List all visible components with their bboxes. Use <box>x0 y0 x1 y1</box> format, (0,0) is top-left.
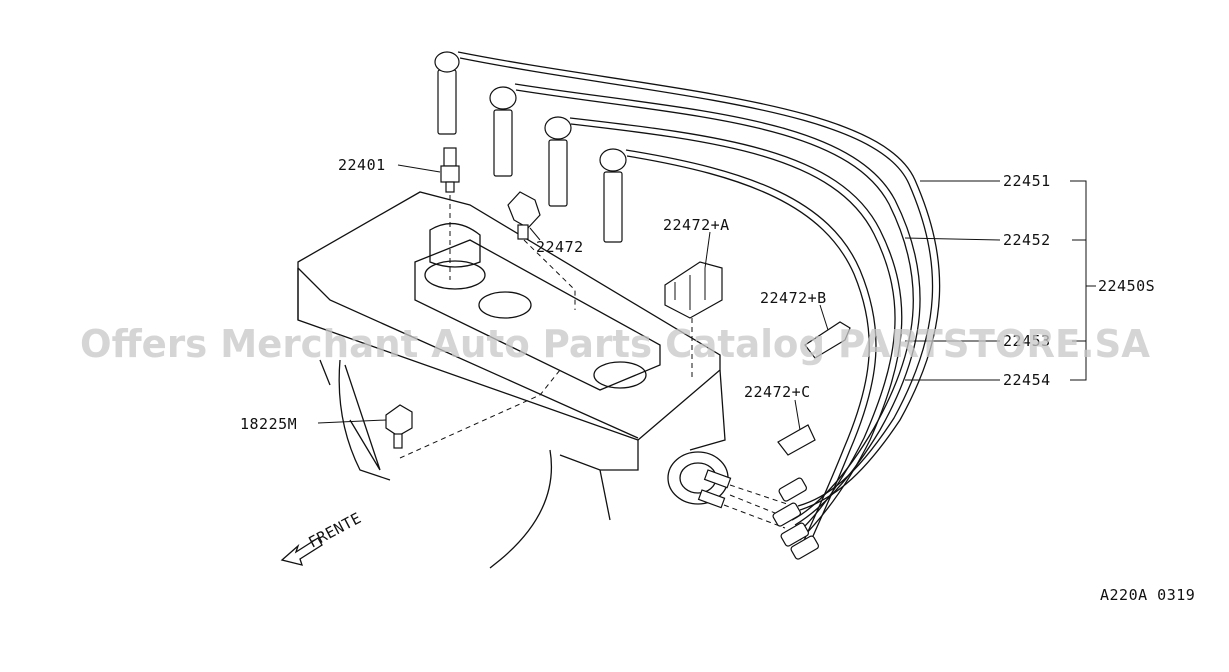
cylinder-head <box>297 191 726 569</box>
clamp-22472 <box>507 191 576 310</box>
label-cable-3: 22453 <box>1003 332 1051 350</box>
front-direction-arrow <box>280 537 323 566</box>
clamp-22472-c <box>777 424 816 456</box>
spark-plug-22401 <box>440 147 460 280</box>
label-clamp-c: 22472+C <box>744 383 811 401</box>
label-cable-1: 22451 <box>1003 172 1051 190</box>
diagram-code: A220A 0319 <box>1100 586 1195 604</box>
label-cable-set: 22450S <box>1098 277 1155 295</box>
label-cable-4: 22454 <box>1003 371 1051 389</box>
distributor <box>667 451 791 529</box>
watermark-text: Offers Merchant Auto Parts Catalog PARTS… <box>80 322 1151 366</box>
label-spark-plug: 22401 <box>338 156 386 174</box>
label-cable-2: 22452 <box>1003 231 1051 249</box>
label-clamp-a: 22472+A <box>663 216 730 234</box>
label-sensor: 18225M <box>240 415 297 433</box>
clamp-22472-b <box>804 321 851 359</box>
leader-lines <box>317 164 1096 431</box>
ignition-cables <box>434 51 941 560</box>
label-clamp: 22472 <box>536 238 584 256</box>
label-clamp-b: 22472+B <box>760 289 827 307</box>
clamp-22472-a <box>664 261 723 378</box>
sensor-18225m <box>385 369 561 459</box>
label-front: FRENTE <box>305 509 364 552</box>
